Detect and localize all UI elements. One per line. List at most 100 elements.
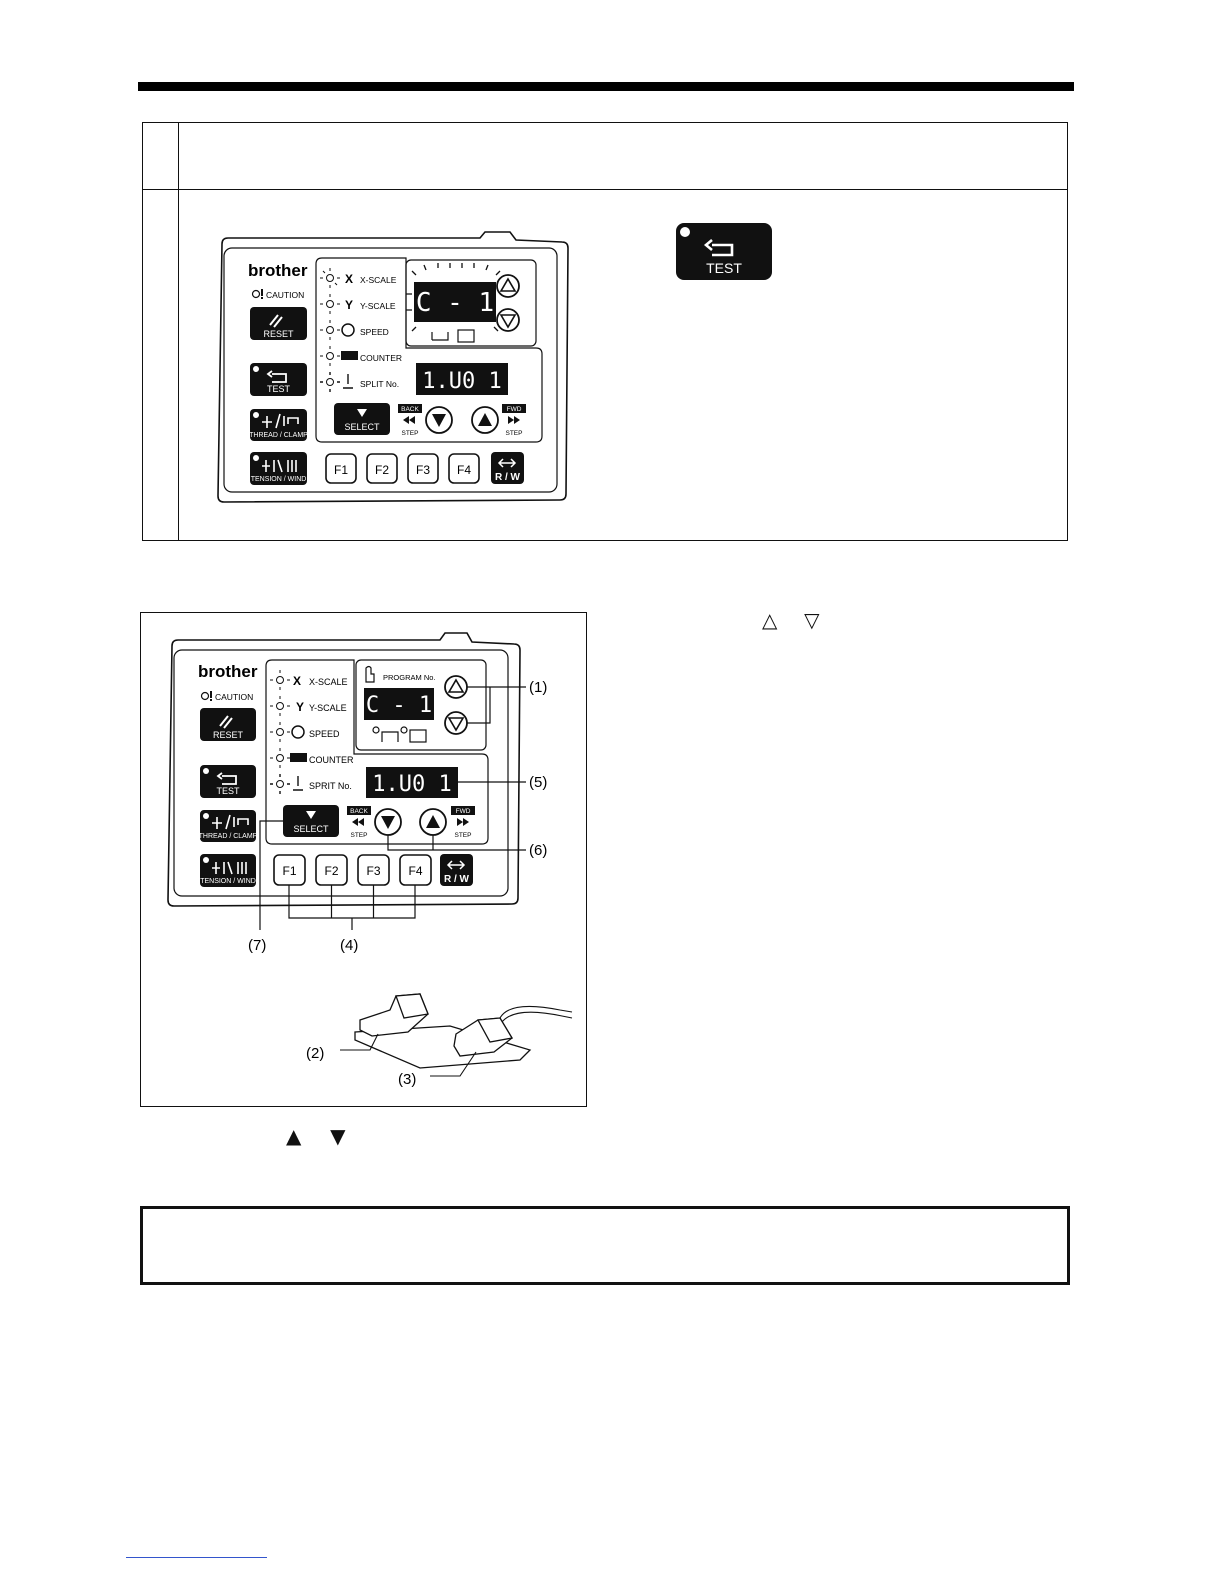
x-axis-glyph: X xyxy=(293,674,301,688)
brand-logo: brother xyxy=(198,662,258,681)
header-rule xyxy=(138,82,1074,91)
program-no-label: PROGRAM No. xyxy=(383,673,436,682)
test-button[interactable]: TEST xyxy=(200,765,256,798)
f1-label: F1 xyxy=(334,463,348,477)
operation-panel-top: brother CAUTION RESET TEST THREAD / CLAM… xyxy=(217,231,569,503)
callout-6: (6) xyxy=(529,842,547,859)
f2-button[interactable]: F2 xyxy=(315,854,348,886)
f4-label: F4 xyxy=(408,864,422,878)
f4-button[interactable]: F4 xyxy=(448,453,480,484)
tension-wind-button[interactable]: TENSION / WIND xyxy=(250,452,307,485)
brand-logo: brother xyxy=(248,261,308,280)
f1-button[interactable]: F1 xyxy=(325,453,357,484)
f2-button[interactable]: F2 xyxy=(366,453,398,484)
blink-marks xyxy=(406,263,506,332)
rw-button[interactable]: R / W xyxy=(491,452,524,484)
step-forward-button[interactable] xyxy=(471,406,499,434)
indicator-speed: SPEED xyxy=(309,729,340,739)
rw-button[interactable]: R / W xyxy=(440,854,473,886)
fwd-label: FWD xyxy=(456,808,471,815)
figure-frame xyxy=(140,612,587,1107)
f3-label: F3 xyxy=(416,463,430,477)
footer-link-line xyxy=(126,1557,267,1558)
callout-1: (1) xyxy=(529,679,547,696)
table-column-divider xyxy=(178,123,179,540)
foot-controller: (2) (3) xyxy=(306,993,573,1088)
led-y-scale xyxy=(320,294,340,314)
program-up-button[interactable] xyxy=(496,274,520,298)
f4-button[interactable]: F4 xyxy=(399,854,432,886)
program-display xyxy=(414,282,496,322)
select-label: SELECT xyxy=(293,824,329,834)
indicator-x-scale: X-SCALE xyxy=(360,275,397,285)
rw-label: R / W xyxy=(495,472,521,483)
reset-label: RESET xyxy=(213,730,244,740)
split-display-value: 1.U0 1 xyxy=(372,772,451,797)
x-axis-glyph: X xyxy=(345,272,353,286)
program-down-button[interactable] xyxy=(444,711,468,735)
fwd-step-label: STEP xyxy=(506,430,523,437)
callout-3: (3) xyxy=(398,1071,416,1088)
callout-7: (7) xyxy=(248,937,266,954)
reset-button[interactable]: RESET xyxy=(250,307,307,340)
back-step-label: STEP xyxy=(351,832,368,839)
solid-arrow-symbols: ▲ ▼ xyxy=(286,1124,346,1148)
split-display xyxy=(416,363,508,395)
callout-5: (5) xyxy=(529,774,547,791)
indicator-counter: COUNTER xyxy=(360,353,402,363)
f2-label: F2 xyxy=(375,463,389,477)
procedure-table xyxy=(142,122,1068,541)
table-row-divider xyxy=(143,189,1067,190)
f3-button[interactable]: F3 xyxy=(407,453,439,484)
select-button[interactable]: SELECT xyxy=(334,403,390,435)
program-up-button[interactable] xyxy=(444,675,468,699)
program-display-value: C - 1 xyxy=(366,693,432,718)
thread-clamp-button[interactable]: THREAD / CLAMP xyxy=(249,409,308,441)
f3-button[interactable]: F3 xyxy=(357,854,390,886)
callout-2: (2) xyxy=(306,1045,324,1062)
rw-label: R / W xyxy=(444,874,470,885)
tension-wind-button[interactable]: TENSION / WIND xyxy=(200,854,256,887)
thread-clamp-label: THREAD / CLAMP xyxy=(249,432,308,439)
indicator-y-scale: Y-SCALE xyxy=(360,301,396,311)
select-label: SELECT xyxy=(344,422,380,432)
step-forward-button[interactable] xyxy=(419,808,447,836)
hand-icon xyxy=(365,665,375,683)
led-speed xyxy=(270,722,305,742)
pattern-icons xyxy=(431,329,475,343)
f2-label: F2 xyxy=(324,864,338,878)
y-axis-glyph: Y xyxy=(345,298,353,312)
test-button[interactable]: TEST xyxy=(250,363,307,396)
hollow-down-symbol: ▽ xyxy=(804,608,820,632)
step-back-button[interactable] xyxy=(374,808,402,836)
fwd-step-label: STEP xyxy=(455,832,472,839)
led-split xyxy=(270,774,303,794)
split-display xyxy=(366,767,458,798)
indicator-y-scale: Y-SCALE xyxy=(309,703,347,713)
back-label: BACK xyxy=(401,406,419,413)
caution-icon xyxy=(200,691,212,701)
y-axis-glyph: Y xyxy=(296,700,304,714)
led-x-scale xyxy=(320,268,340,288)
select-button[interactable]: SELECT xyxy=(283,805,339,837)
reset-button[interactable]: RESET xyxy=(200,708,256,741)
led-split xyxy=(320,372,353,392)
caution-label: CAUTION xyxy=(215,692,253,702)
program-display xyxy=(364,688,434,720)
thread-clamp-label: THREAD / CLAMP xyxy=(199,833,258,840)
led-x-scale xyxy=(270,670,290,690)
test-key-large[interactable]: TEST xyxy=(674,221,774,282)
step-back-button[interactable] xyxy=(425,406,453,434)
test-label: TEST xyxy=(216,786,240,796)
indicator-x-scale: X-SCALE xyxy=(309,677,348,687)
split-display-value: 1.U0 1 xyxy=(422,369,501,394)
callout-4: (4) xyxy=(340,937,358,954)
led-counter xyxy=(320,346,358,366)
solid-down-symbol: ▼ xyxy=(330,1124,346,1148)
hollow-up-symbol: △ xyxy=(762,608,778,632)
thread-clamp-button[interactable]: THREAD / CLAMP xyxy=(199,810,258,842)
program-down-button[interactable] xyxy=(496,308,520,332)
test-key-large-label: TEST xyxy=(706,260,742,276)
f1-button[interactable]: F1 xyxy=(273,854,306,886)
f1-label: F1 xyxy=(282,864,296,878)
